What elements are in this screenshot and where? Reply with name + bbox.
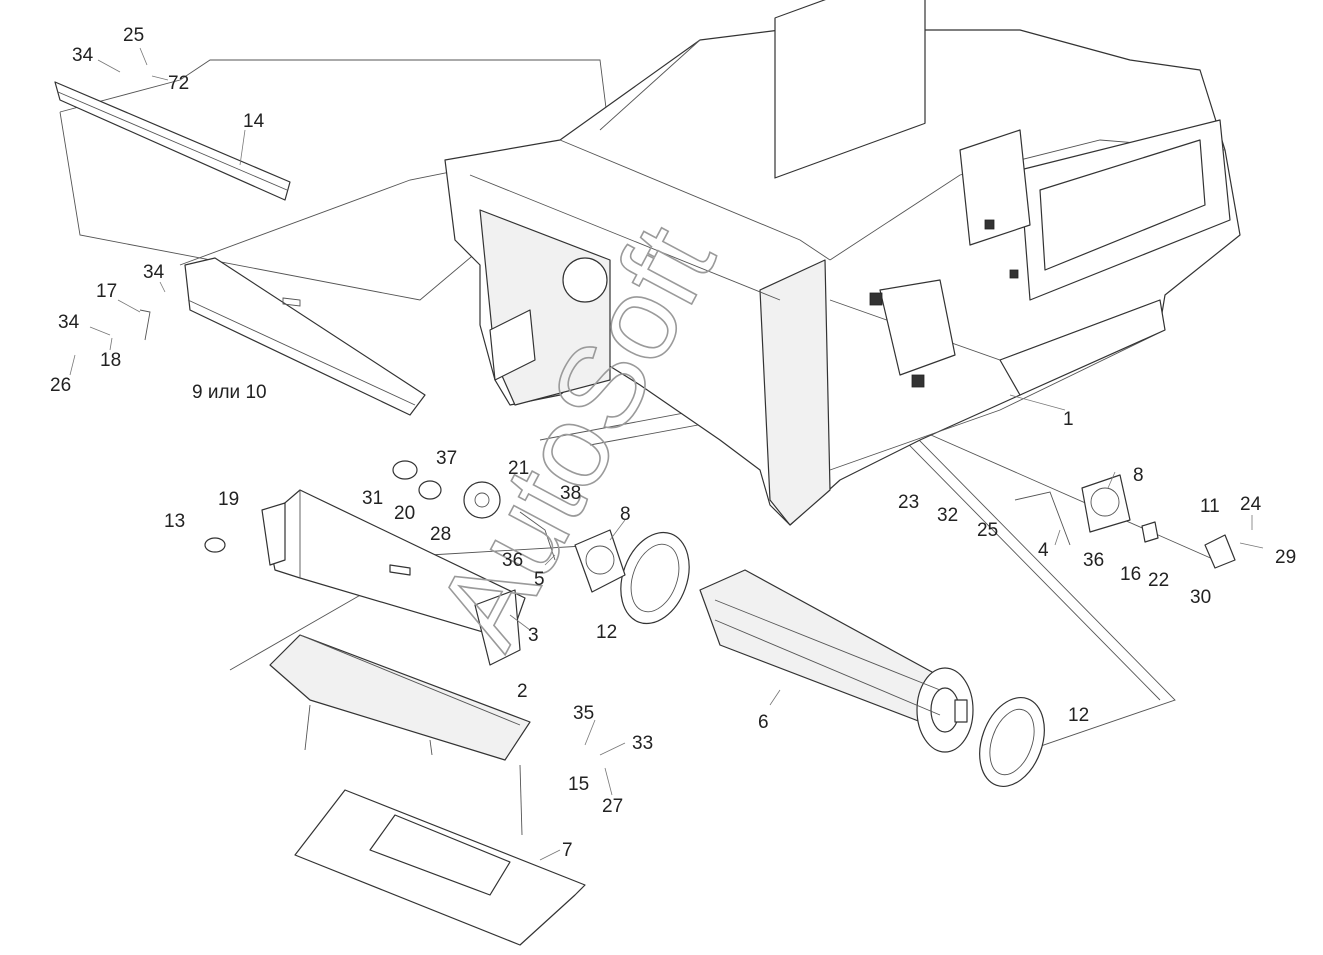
callout-18: 18 [100, 350, 121, 371]
callout-28: 28 [430, 524, 451, 545]
rotor-part-6 [699, 569, 974, 753]
callout-12-left: 12 [596, 622, 617, 643]
bottom-plate-part-7 [294, 789, 586, 946]
bearing-housing-part-8-right [1081, 474, 1131, 533]
callout-14: 14 [243, 111, 265, 132]
callout-16: 16 [1120, 564, 1141, 585]
callout-25-right: 25 [977, 520, 998, 541]
top-cover-part-14 [54, 81, 291, 201]
callout-2: 2 [517, 681, 528, 702]
housing-part-3 [261, 489, 526, 666]
callout-35: 35 [573, 703, 594, 724]
callout-34-mid: 34 [143, 262, 165, 283]
callout-11: 11 [1200, 496, 1220, 517]
callout-5: 5 [534, 569, 545, 590]
bearing-housing-part-8-left [574, 529, 626, 593]
callout-27: 27 [602, 796, 623, 817]
callout-36-left: 36 [502, 550, 523, 571]
callout-34-left: 34 [58, 312, 80, 333]
callout-26: 26 [50, 375, 71, 396]
callout-38: 38 [560, 483, 581, 504]
callout-33: 33 [632, 733, 653, 754]
callout-12-right: 12 [1068, 705, 1089, 726]
callout-15: 15 [568, 774, 589, 795]
main-frame-part-1 [444, 0, 1241, 526]
callout-34-top: 34 [72, 45, 94, 66]
callout-72: 72 [168, 73, 189, 94]
callout-30: 30 [1190, 587, 1211, 608]
side-cover-part-9-10 [139, 257, 426, 416]
callout-17: 17 [96, 281, 117, 302]
callout-8-left: 8 [620, 504, 631, 525]
callout-20: 20 [394, 503, 415, 524]
callout-29: 29 [1275, 547, 1296, 568]
callout-21: 21 [508, 458, 529, 479]
ring-part-12-right [979, 696, 1045, 788]
callout-37: 37 [436, 448, 457, 469]
leader-lines [239, 129, 1116, 861]
callout-8-right: 8 [1133, 465, 1144, 486]
callout-32: 32 [937, 505, 958, 526]
shield-part-2 [269, 634, 531, 836]
ring-part-12-left [620, 531, 690, 625]
callout-22: 22 [1148, 570, 1169, 591]
small-hardware [204, 460, 1236, 569]
callout-25-top: 25 [123, 25, 144, 46]
callout-labels: 1 2 3 4 5 6 7 8 8 9 или 10 11 12 12 13 1… [50, 25, 1296, 861]
callout-19: 19 [218, 489, 239, 510]
callout-1: 1 [1063, 409, 1074, 430]
callout-3: 3 [528, 625, 539, 646]
callout-9-10: 9 или 10 [192, 382, 267, 403]
callout-4: 4 [1038, 540, 1049, 561]
callout-13: 13 [164, 511, 185, 532]
callout-23: 23 [898, 492, 919, 513]
callout-24: 24 [1240, 494, 1262, 515]
callout-7: 7 [562, 840, 573, 861]
callout-6: 6 [758, 712, 769, 733]
callout-31: 31 [362, 488, 383, 509]
fastener-leaders [69, 47, 1264, 796]
callout-36-right: 36 [1083, 550, 1104, 571]
